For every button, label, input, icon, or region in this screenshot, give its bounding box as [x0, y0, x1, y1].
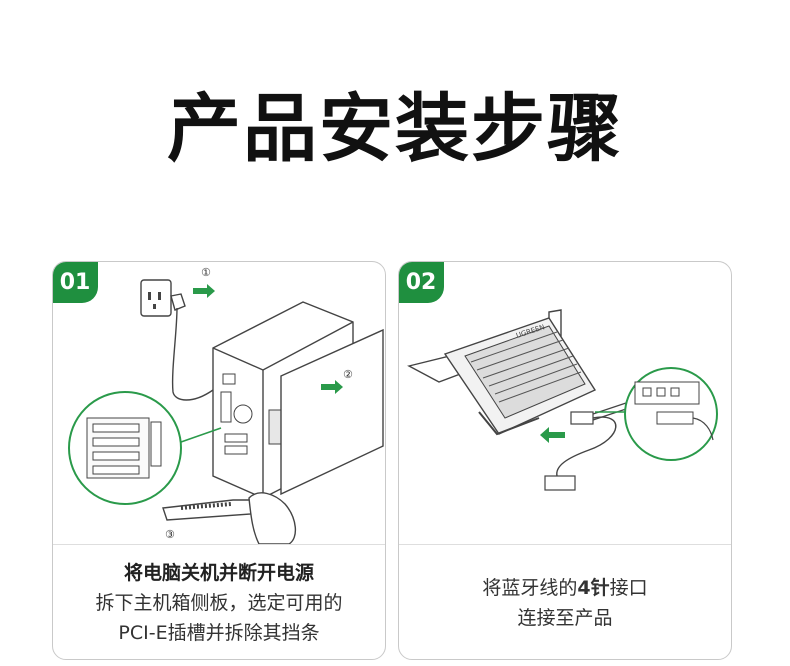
- step-badge-1: 01: [53, 262, 98, 303]
- power-outlet-icon: [140, 279, 172, 317]
- step1-caption-bold: 将电脑关机并断开电源: [123, 561, 314, 584]
- step-card-1: ① ②: [52, 261, 386, 660]
- step2-illustration: UGREEN: [407, 309, 718, 491]
- step1-caption: 将电脑关机并断开电源 拆下主机箱侧板，选定可用的 PCI-E插槽并拆除其挡条: [53, 544, 385, 659]
- marker-2: ②: [343, 368, 353, 381]
- step-card-2: UGREEN 02 将蓝牙线的4针接口 连接至产品: [398, 261, 732, 660]
- step2-caption-pre: 将蓝牙线的: [482, 576, 578, 599]
- step2-caption: 将蓝牙线的4针接口 连接至产品: [399, 544, 731, 659]
- hand-icon: [248, 492, 296, 544]
- page-title: 产品安装步骤: [167, 86, 623, 172]
- arrow-right-icon: [193, 284, 215, 298]
- caption-divider: [399, 544, 731, 545]
- bracket-icon: [162, 499, 252, 521]
- connector-icon: [570, 411, 594, 425]
- plug-icon: [170, 293, 214, 401]
- pcie-slot-icon: [68, 391, 222, 505]
- bluetooth-cable-icon: [544, 401, 630, 491]
- step2-caption-post: 接口: [609, 576, 648, 599]
- arrow-left-icon: [540, 427, 565, 443]
- step1-illustration: ① ②: [68, 266, 384, 544]
- step2-caption-line2: 连接至产品: [517, 606, 613, 629]
- caption-divider: [53, 544, 385, 545]
- marker-3: ③: [165, 528, 175, 541]
- step1-caption-line2: PCI-E插槽并拆除其挡条: [118, 621, 320, 644]
- step1-caption-line1: 拆下主机箱侧板，选定可用的: [95, 591, 343, 614]
- side-panel-icon: [280, 328, 384, 496]
- step2-caption-line1: 将蓝牙线的4针接口: [482, 573, 647, 603]
- pcie-card-icon: UGREEN: [407, 309, 597, 436]
- step-badge-2: 02: [399, 262, 444, 303]
- step2-caption-bold: 4针: [577, 576, 610, 599]
- marker-1: ①: [201, 266, 211, 279]
- zoom-detail-icon: [595, 367, 718, 461]
